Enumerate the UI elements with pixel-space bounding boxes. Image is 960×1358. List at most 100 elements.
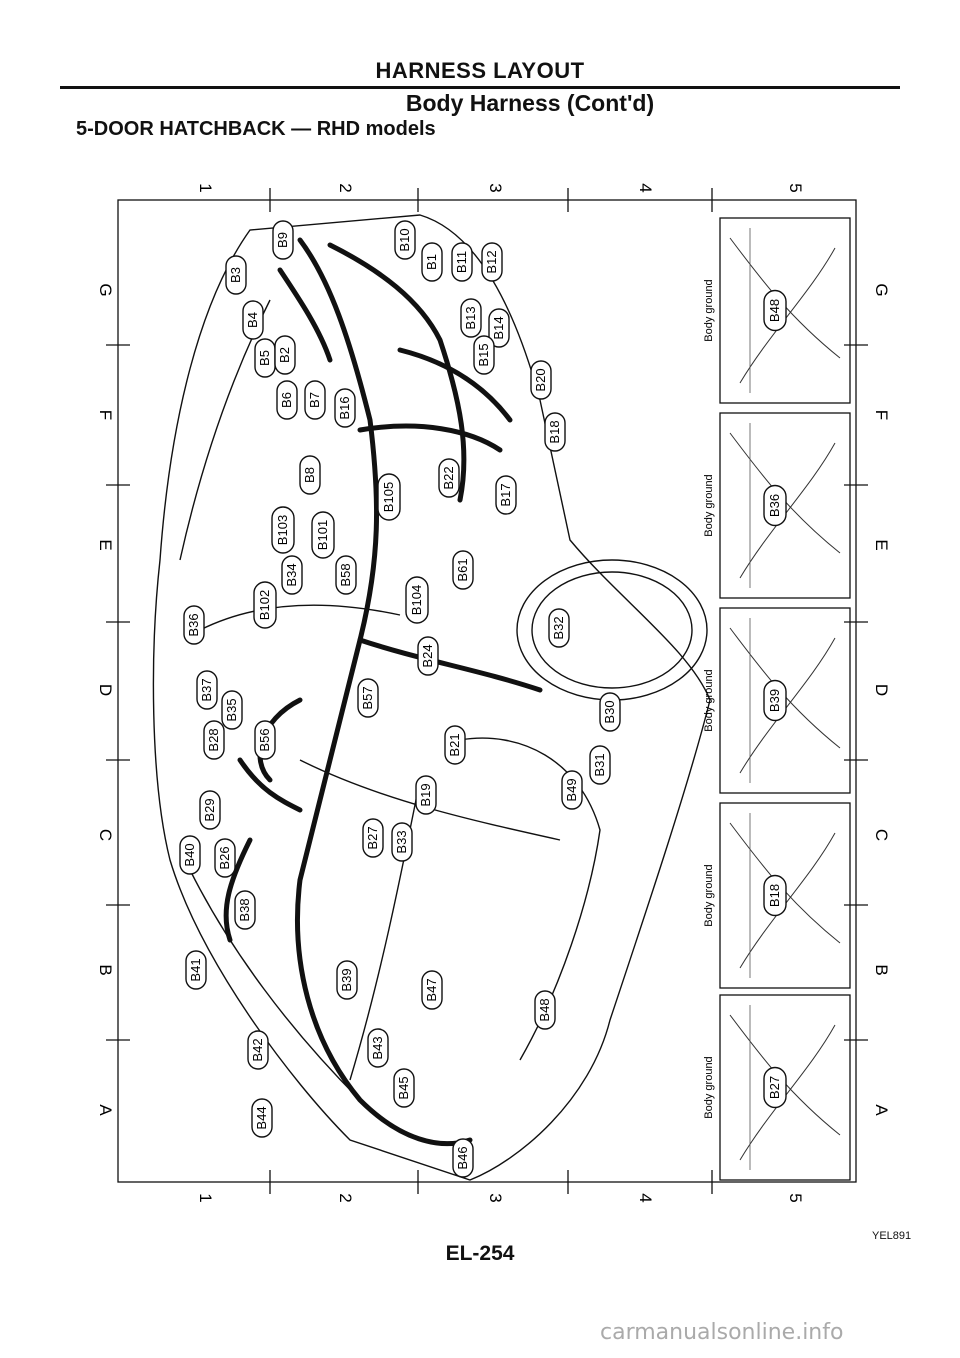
- row-label-left: G: [96, 283, 115, 296]
- svg-text:B43: B43: [370, 1036, 385, 1059]
- connector-label: B34: [281, 555, 303, 595]
- page-subtitle: Body Harness (Cont'd): [405, 90, 655, 116]
- connector-label: B40: [179, 835, 201, 875]
- svg-text:B30: B30: [602, 700, 617, 723]
- row-label-right: E: [872, 539, 891, 550]
- model-caption: 5-DOOR HATCHBACK — RHD models: [76, 118, 436, 140]
- svg-text:B34: B34: [284, 563, 299, 586]
- connector-label: B105: [377, 473, 401, 521]
- connector-label: B44: [251, 1098, 273, 1138]
- svg-text:B104: B104: [409, 585, 424, 615]
- svg-text:B47: B47: [424, 978, 439, 1001]
- row-label-right: B: [872, 964, 891, 975]
- row-label-right: G: [872, 283, 891, 296]
- connector-label: B35: [221, 690, 243, 730]
- svg-text:B57: B57: [360, 686, 375, 709]
- connector-label: B57: [357, 678, 379, 718]
- svg-text:B44: B44: [254, 1106, 269, 1129]
- svg-text:B58: B58: [338, 563, 353, 586]
- column-label-top: 4: [636, 183, 655, 192]
- row-label-left: F: [96, 410, 115, 420]
- svg-text:B49: B49: [564, 778, 579, 801]
- ground-connector-label: B27: [767, 1076, 782, 1099]
- connector-label: B56: [254, 720, 276, 760]
- svg-text:B42: B42: [250, 1038, 265, 1061]
- svg-text:B36: B36: [186, 613, 201, 636]
- image-code: YEL891: [872, 1230, 912, 1242]
- connector-label: B45: [393, 1068, 415, 1108]
- connector-label: B33: [391, 822, 413, 862]
- connector-label: B102: [253, 581, 277, 629]
- connector-label: B13: [460, 298, 482, 338]
- connector-label: B103: [271, 506, 295, 554]
- svg-text:B39: B39: [339, 968, 354, 991]
- connector-label: B8: [299, 455, 321, 495]
- svg-text:B7: B7: [307, 392, 322, 408]
- row-label-right: D: [872, 684, 891, 696]
- connector-label: B36: [183, 605, 205, 645]
- svg-text:B41: B41: [188, 958, 203, 981]
- column-label-bottom: 5: [786, 1193, 805, 1202]
- svg-text:B46: B46: [455, 1146, 470, 1169]
- svg-text:B35: B35: [224, 698, 239, 721]
- connector-label: B39: [336, 960, 358, 1000]
- ground-connector-label: B18: [767, 884, 782, 907]
- svg-text:B29: B29: [202, 798, 217, 821]
- ground-view-inset: B18 Body ground: [703, 802, 851, 989]
- svg-text:B33: B33: [394, 830, 409, 853]
- svg-text:B12: B12: [484, 250, 499, 273]
- svg-text:B1: B1: [424, 254, 439, 270]
- column-label-top: 3: [486, 183, 505, 192]
- connector-label: B43: [367, 1028, 389, 1068]
- watermark-text: carmanualsonline.info: [600, 1320, 844, 1345]
- svg-text:B27: B27: [365, 826, 380, 849]
- connector-label: B4: [242, 300, 264, 340]
- svg-text:B11: B11: [454, 251, 469, 273]
- connector-label: B11: [451, 242, 473, 282]
- column-label-bottom: 1: [196, 1193, 215, 1202]
- ground-label: Body ground: [703, 864, 715, 926]
- connector-label: B32: [548, 608, 570, 648]
- svg-text:B20: B20: [533, 368, 548, 391]
- grid-frame: [117, 199, 857, 1183]
- connector-label: B3: [225, 255, 247, 295]
- svg-text:B26: B26: [217, 846, 232, 869]
- ground-label: Body ground: [703, 279, 715, 341]
- svg-text:B15: B15: [476, 343, 491, 366]
- svg-text:B101: B101: [315, 520, 330, 550]
- svg-text:B4: B4: [245, 312, 260, 328]
- svg-text:B32: B32: [551, 616, 566, 639]
- svg-text:B61: B61: [455, 558, 470, 581]
- svg-text:B105: B105: [381, 482, 396, 512]
- connector-label: B49: [561, 770, 583, 810]
- connector-label: B28: [203, 720, 225, 760]
- row-label-right: A: [872, 1104, 891, 1116]
- svg-text:B56: B56: [257, 728, 272, 751]
- svg-text:B24: B24: [420, 644, 435, 667]
- column-label-bottom: 2: [336, 1193, 355, 1202]
- connector-label: B22: [438, 458, 460, 498]
- svg-text:B37: B37: [199, 678, 214, 701]
- connector-label: B19: [415, 775, 437, 815]
- connector-label: B41: [185, 950, 207, 990]
- connector-label: B31: [589, 745, 611, 785]
- svg-text:B16: B16: [337, 396, 352, 419]
- svg-text:B5: B5: [257, 350, 272, 366]
- svg-text:B102: B102: [257, 590, 272, 620]
- connector-label: B46: [452, 1138, 474, 1178]
- connector-label: B2: [274, 335, 296, 375]
- svg-text:B48: B48: [537, 998, 552, 1021]
- connector-label: B42: [247, 1030, 269, 1070]
- svg-text:B6: B6: [279, 392, 294, 408]
- grid-ticks: [106, 188, 868, 1194]
- svg-text:B13: B13: [463, 306, 478, 329]
- svg-text:B8: B8: [302, 467, 317, 483]
- ground-label: Body ground: [703, 474, 715, 536]
- page-title: HARNESS LAYOUT: [375, 58, 585, 83]
- svg-text:B31: B31: [592, 753, 607, 776]
